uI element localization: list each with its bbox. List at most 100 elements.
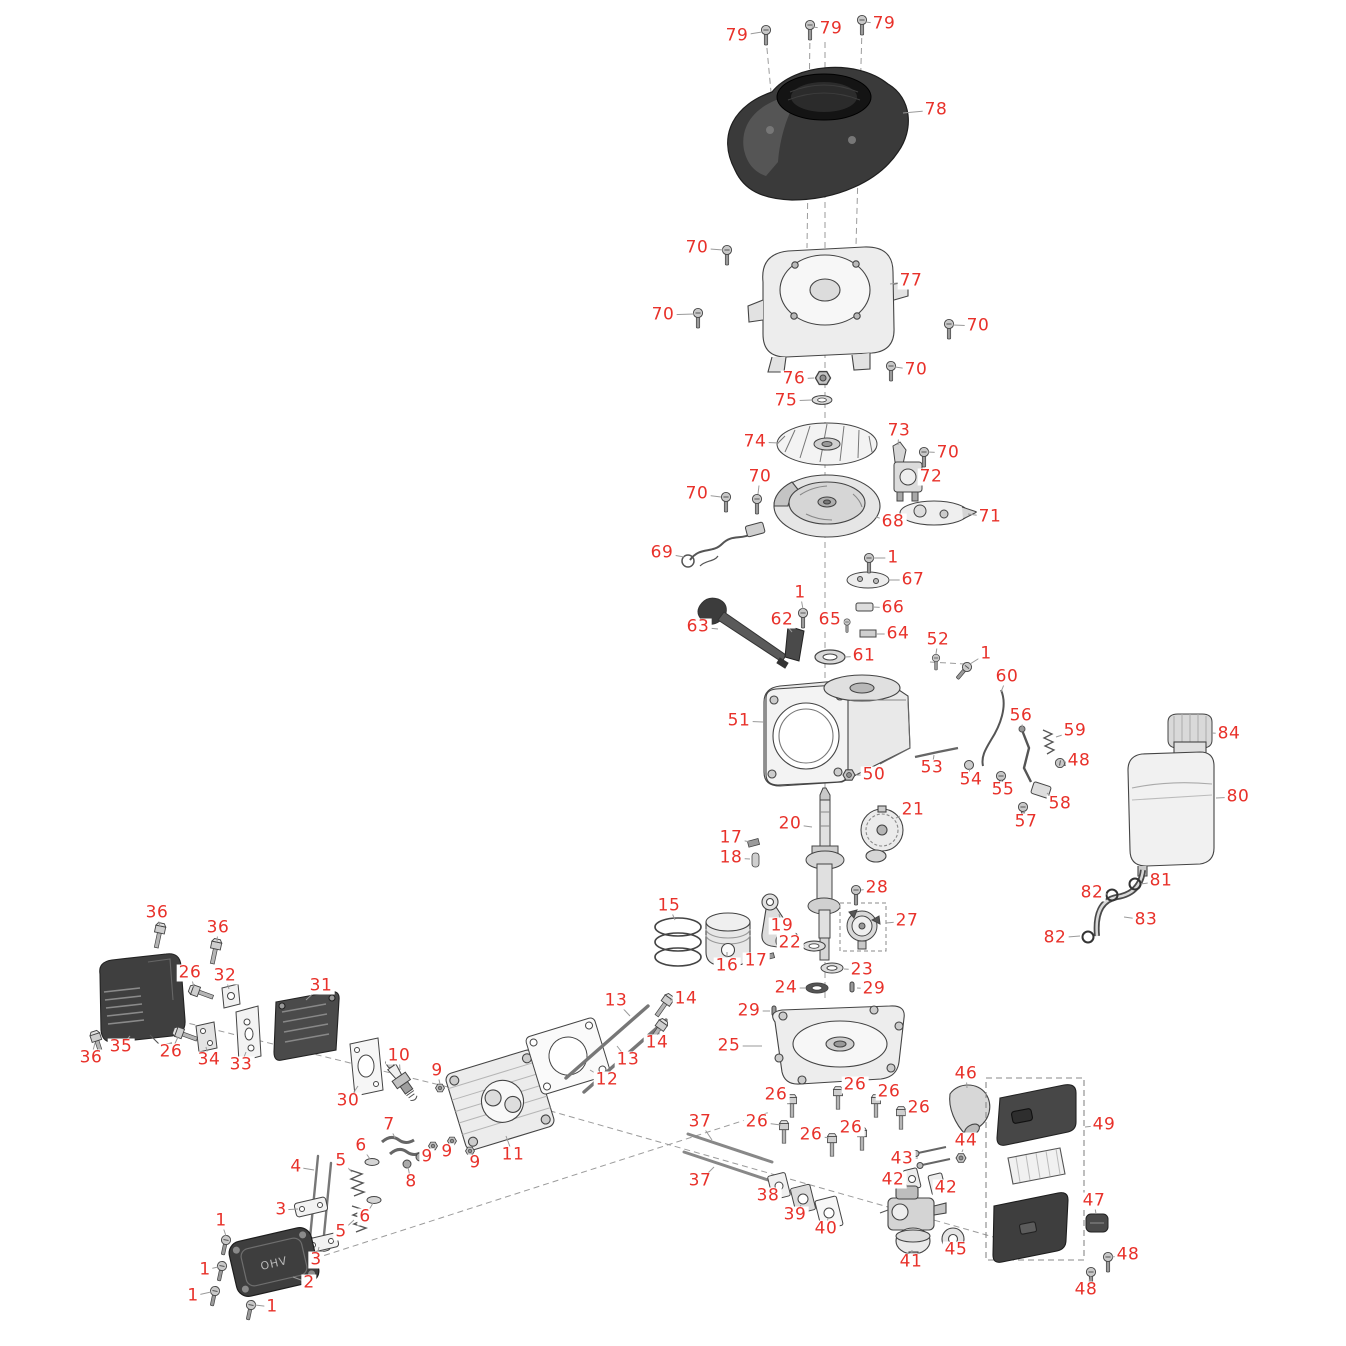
part-cover-knob [1085,1213,1109,1233]
callout-9: 9 [467,1152,483,1173]
callout-70: 70 [934,442,962,463]
callout-10: 10 [385,1045,413,1066]
part-blower-housing [747,246,909,373]
part-governor-spring [1042,729,1056,755]
callout-58: 58 [1046,793,1074,814]
callout-29: 29 [860,978,888,999]
part-thrust-washers [771,940,855,1017]
callout-54: 54 [957,769,985,790]
callout-69: 69 [648,542,676,563]
callout-29: 29 [735,1000,763,1021]
part-head-gasket [525,1017,611,1095]
callout-6: 6 [357,1206,373,1227]
callout-3: 3 [273,1199,289,1220]
callout-20: 20 [776,813,804,834]
part-stop-switch-wire [681,521,766,568]
callout-1: 1 [978,643,994,664]
callout-66: 66 [879,597,907,618]
part-piston-rings [654,917,702,967]
part-top-cover [727,66,909,201]
callout-39: 39 [781,1204,809,1225]
callout-70: 70 [649,304,677,325]
callout-19: 19 [768,915,796,936]
callout-1: 1 [792,582,808,603]
callout-11: 11 [499,1144,527,1165]
callout-71: 71 [976,506,1004,527]
callout-26: 26 [157,1041,185,1062]
callout-44: 44 [952,1130,980,1151]
callout-75: 75 [772,390,800,411]
callout-47: 47 [1080,1190,1108,1211]
callout-36: 36 [204,917,232,938]
callout-26: 26 [841,1074,869,1095]
callout-26: 26 [875,1081,903,1102]
callout-17: 17 [717,827,745,848]
callout-82: 82 [1041,927,1069,948]
callout-42: 42 [879,1169,907,1190]
callout-4: 4 [288,1156,304,1177]
part-spark-plug [385,1058,418,1101]
callout-74: 74 [741,431,769,452]
part-muffler-gasket [235,1005,262,1063]
callout-30: 30 [334,1090,362,1111]
callout-6: 6 [353,1135,369,1156]
callout-62: 62 [768,609,796,630]
callout-63: 63 [684,616,712,637]
callout-51: 51 [725,710,753,731]
part-exhaust-port-gasket [349,1037,384,1097]
callout-79: 79 [723,25,751,46]
callout-15: 15 [655,895,683,916]
callout-48: 48 [1072,1279,1100,1300]
part-exhaust-flange [195,1021,218,1053]
callout-77: 77 [897,270,925,291]
callout-5: 5 [333,1221,349,1242]
callout-82: 82 [1078,882,1106,903]
callout-12: 12 [593,1069,621,1090]
callout-65: 65 [816,609,844,630]
callout-1: 1 [197,1259,213,1280]
part-oil-pan [772,1005,905,1085]
callout-79: 79 [817,18,845,39]
callout-68: 68 [879,511,907,532]
callout-1: 1 [185,1285,201,1306]
part-dipstick [697,597,789,669]
valve-cover-embossed-text: OHV [259,1254,289,1273]
callout-48: 48 [1065,750,1093,771]
callout-2: 2 [301,1272,317,1293]
part-muffler [99,953,186,1046]
callout-79: 79 [870,13,898,34]
part-governor-gear [839,902,887,952]
callout-33: 33 [227,1054,255,1075]
callout-49: 49 [1090,1114,1118,1135]
callout-41: 41 [897,1251,925,1272]
callout-70: 70 [964,315,992,336]
callout-70: 70 [683,483,711,504]
callout-84: 84 [1215,723,1243,744]
callout-17: 17 [742,950,770,971]
callout-45: 45 [942,1239,970,1260]
callout-53: 53 [918,757,946,778]
part-fuel-line [1081,869,1146,944]
callout-25: 25 [715,1035,743,1056]
callout-64: 64 [884,623,912,644]
callout-50: 50 [860,764,888,785]
callout-7: 7 [381,1114,397,1135]
callout-26: 26 [176,962,204,983]
callout-37: 37 [686,1111,714,1132]
callout-83: 83 [1132,909,1160,930]
callout-26: 26 [905,1097,933,1118]
callout-57: 57 [1012,811,1040,832]
callout-38: 38 [754,1185,782,1206]
part-carburetor [879,1185,947,1262]
part-oil-seal [814,649,846,665]
part-cooling-fan [776,422,878,466]
callout-70: 70 [683,237,711,258]
callout-35: 35 [107,1036,135,1057]
callout-72: 72 [917,466,945,487]
callout-67: 67 [899,569,927,590]
part-governor-link [981,689,1005,767]
callout-3: 3 [308,1249,324,1270]
callout-60: 60 [993,666,1021,687]
